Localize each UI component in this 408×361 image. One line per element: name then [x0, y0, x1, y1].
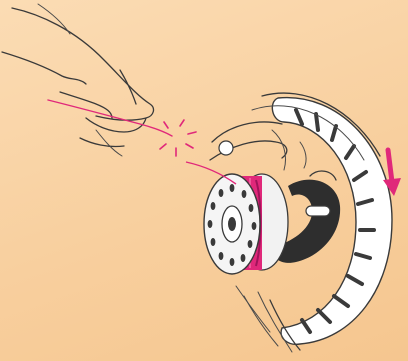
bobbin-icon: [186, 162, 288, 274]
hand-icon: [2, 4, 153, 156]
thread-end-icon: [48, 100, 196, 156]
